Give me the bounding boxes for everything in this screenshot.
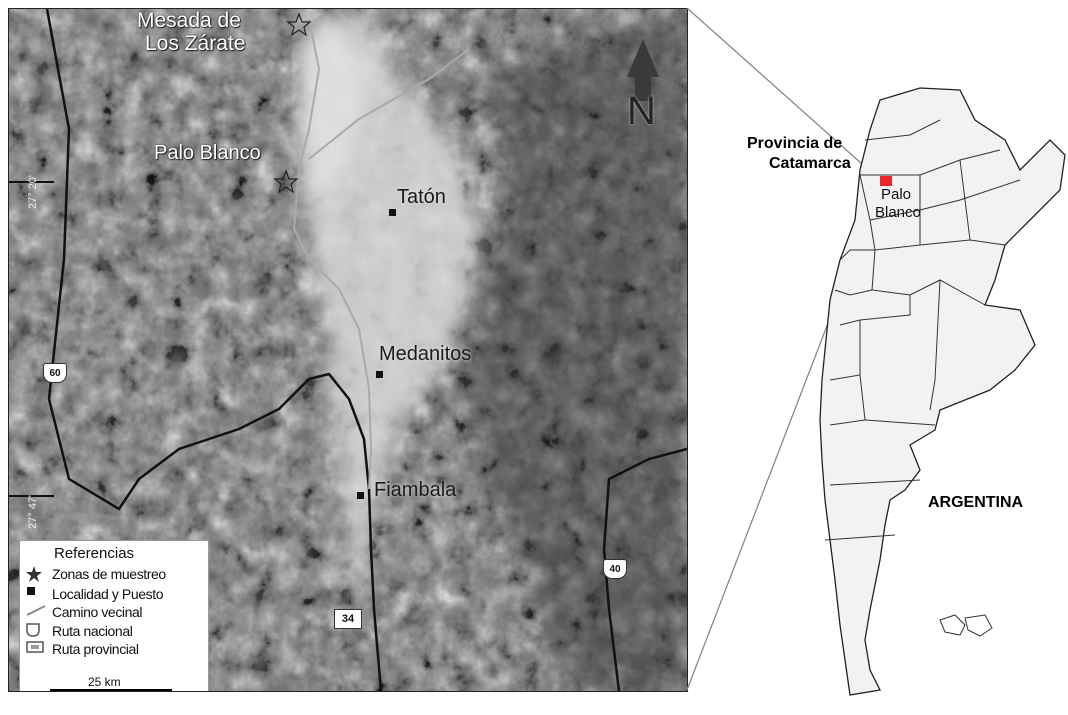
legend-label-national: Ruta nacional — [52, 623, 133, 639]
argentina-inset-map — [819, 87, 1066, 696]
latitude-label-27-47: 27° 47' — [27, 494, 39, 529]
inset-label-argentina: ARGENTINA — [928, 494, 1024, 511]
inset-label-site-line2: Blanco — [875, 204, 921, 221]
legend-label-sampling: Zonas de muestreo — [52, 566, 166, 582]
place-mesada-de-los-zarate: Mesada de Los Zárate — [137, 9, 245, 55]
locality-medanitos-marker — [376, 371, 383, 378]
legend-item-provincial: Ruta provincial — [26, 641, 139, 657]
place-palo-blanco: Palo Blanco — [154, 142, 261, 164]
sample-star-mesada — [286, 12, 312, 37]
inset-label-palo-blanco: Palo Blanco — [875, 186, 921, 222]
legend-label-locality: Localidad y Puesto — [52, 586, 164, 602]
scale-bar — [50, 689, 172, 691]
north-label: N — [627, 89, 656, 133]
national-route-40 — [602, 447, 687, 691]
place-mesada-line2: Los Zárate — [145, 32, 246, 55]
catamarca-highlight — [880, 176, 892, 186]
locality-taton-marker — [389, 209, 396, 216]
mountain-range — [464, 9, 687, 691]
scale-label: 25 km — [88, 675, 121, 689]
route-shield-40: 40 — [603, 559, 627, 579]
argentina-outline — [819, 87, 1066, 696]
legend-item-road: Camino vecinal — [26, 604, 143, 620]
legend-item-national: Ruta nacional — [26, 623, 133, 639]
legend-label-provincial: Ruta provincial — [52, 641, 139, 657]
map-legend: Referencias Zonas de muestreo Localidad … — [19, 540, 209, 691]
place-medanitos: Medanitos — [379, 343, 472, 365]
inset-label-province-line2: Catamarca — [769, 155, 851, 172]
locality-fiambala-marker — [357, 492, 364, 499]
legend-label-road: Camino vecinal — [52, 604, 143, 620]
legend-item-sampling: Zonas de muestreo — [26, 566, 166, 582]
satellite-map: Mesada de Los Zárate Palo Blanco Tatón M… — [8, 8, 688, 692]
inset-label-province: Provincia de Catamarca — [747, 134, 851, 174]
latitude-label-27-20: 27° 20' — [27, 174, 39, 209]
place-fiambala: Fiambala — [374, 479, 457, 501]
neighborhood-road — [292, 18, 373, 490]
route-shield-34: 34 — [334, 609, 362, 629]
route-shield-60: 60 — [43, 363, 67, 383]
legend-item-locality: Localidad y Puesto — [26, 586, 164, 602]
place-taton: Tatón — [397, 186, 446, 208]
inset-label-site-line1: Palo — [881, 186, 912, 203]
legend-title: Referencias — [54, 545, 135, 562]
sample-star-palo-blanco — [273, 169, 299, 194]
malvinas-islands — [939, 614, 993, 637]
north-arrow-icon — [627, 39, 659, 101]
inset-label-province-line1: Provincia de — [747, 135, 843, 152]
place-mesada-line1: Mesada de — [137, 9, 241, 32]
